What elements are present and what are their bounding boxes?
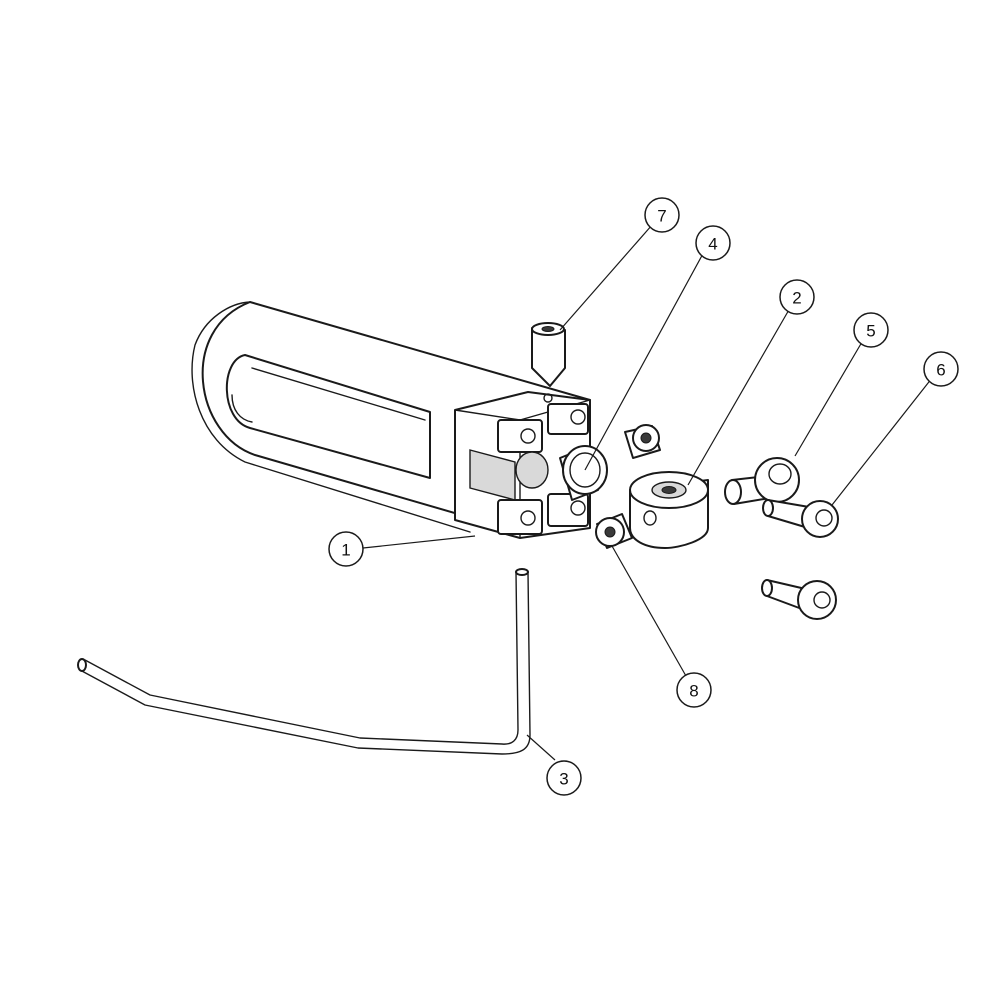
cap-screw-lower: [761, 579, 837, 620]
bracket-body: [191, 301, 591, 539]
callout-4: 4: [695, 225, 731, 261]
set-screw: [531, 322, 566, 387]
callout-label-4: 4: [708, 235, 717, 254]
callout-label-6: 6: [936, 361, 945, 380]
leader-7: [559, 224, 653, 331]
leader-6: [831, 377, 933, 506]
leader-8: [611, 545, 687, 677]
bent-rod: [77, 568, 531, 755]
collar: [629, 471, 709, 549]
callout-label-8: 8: [689, 682, 698, 701]
nut: [595, 513, 633, 549]
callout-5: 5: [853, 312, 889, 348]
leader-1: [362, 535, 476, 549]
leader-4: [584, 249, 706, 471]
callout-8: 8: [676, 672, 712, 708]
callout-1: 1: [328, 531, 364, 567]
callout-2: 2: [779, 279, 815, 315]
leader-lines: [362, 224, 933, 761]
leader-2: [687, 307, 791, 486]
cap-screw-upper: [762, 499, 839, 538]
callout-label-2: 2: [792, 289, 801, 308]
callout-6: 6: [923, 351, 959, 387]
callout-label-3: 3: [559, 770, 568, 789]
ball-stud: [724, 457, 800, 505]
leader-5: [794, 341, 863, 457]
callout-3: 3: [546, 760, 582, 796]
callout-label-7: 7: [657, 207, 666, 226]
callout-label-5: 5: [866, 322, 875, 341]
callout-7: 7: [644, 197, 680, 233]
bushing: [624, 424, 661, 459]
leader-3: [526, 734, 556, 761]
callout-label-1: 1: [341, 541, 350, 560]
